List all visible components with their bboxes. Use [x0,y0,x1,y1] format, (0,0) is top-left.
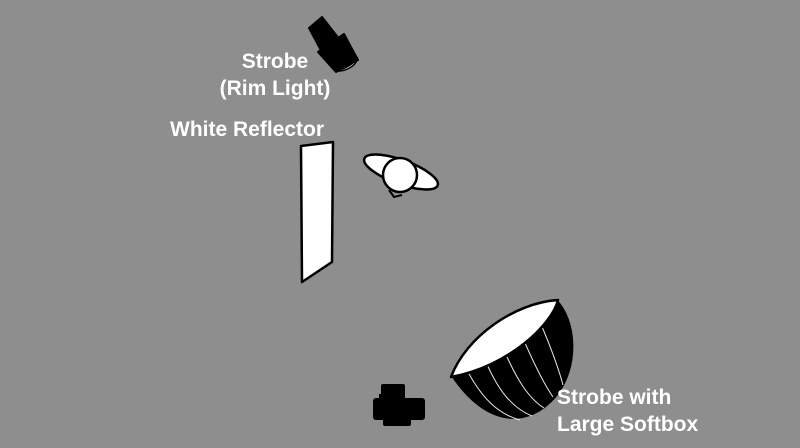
strobe-rim-light-icon [308,16,359,73]
rim-light-label-line2: (Rim Light) [219,77,331,100]
softbox-label-line2: Large Softbox [557,413,699,436]
reflector-label-text: White Reflector [170,118,325,141]
softbox-label-line1: Strobe with [557,386,672,409]
rim-light-label-line1: Strobe [241,50,309,73]
rim-light-label: Strobe (Rim Light) [204,48,346,102]
strobe-softbox-icon [449,298,574,421]
white-reflector-icon [299,140,335,284]
reflector-label: White Reflector [170,116,324,143]
camera-icon [373,384,425,426]
softbox-label: Strobe with Large Softbox [557,384,698,438]
subject-person-icon [362,153,440,199]
